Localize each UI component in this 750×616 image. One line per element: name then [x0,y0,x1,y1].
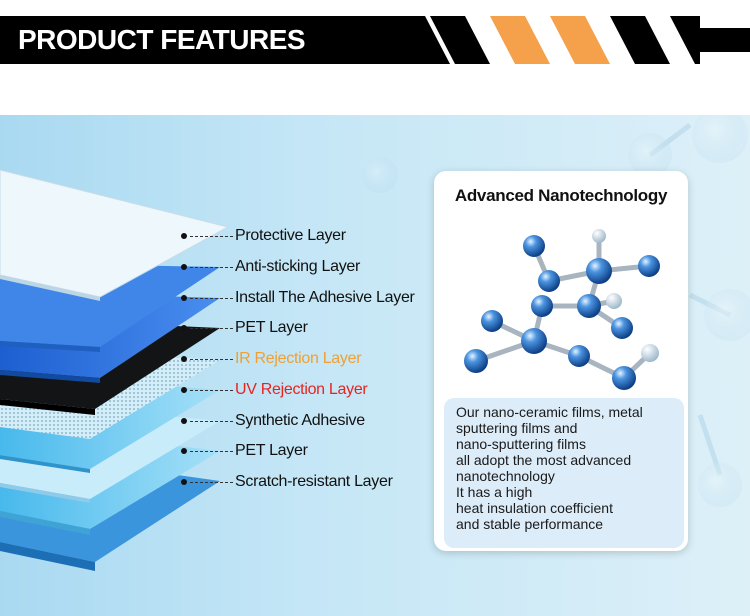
layer-marker-dot [181,295,187,301]
layer-label-pet-2: PET Layer [235,442,308,459]
layer-marker-dot [181,387,187,393]
description-line: all adopt the most advanced [456,452,632,468]
film-layer-stack [0,169,230,571]
description-line: Our nano-ceramic films, metal [456,404,643,420]
layer-leader-line [190,236,233,237]
nanotech-info-card: Advanced Nanotechnology [434,171,688,551]
layer-label-pet: PET Layer [235,319,308,336]
layer-leader-line [190,328,233,329]
layer-label-protective: Protective Layer [235,227,346,244]
layer-marker-dot [181,356,187,362]
layer-label-uv-rejection: UV Rejection Layer [235,381,368,398]
description-line: and stable performance [456,516,604,532]
page-title: PRODUCT FEATURES [18,24,306,55]
layer-leader-line [190,298,233,299]
layer-leader-line [190,267,233,268]
description-line: heat insulation coefficient [456,500,613,516]
molecule-icon [464,229,660,390]
layer-label-install-adhesive: Install The Adhesive Layer [235,289,415,306]
layer-leader-line [190,482,233,483]
background-molecule-decoration [362,115,750,507]
layer-leader-line [190,421,233,422]
layer-label-anti-sticking: Anti-sticking Layer [235,258,361,275]
layer-leader-line [190,451,233,452]
card-description: Our nano-ceramic films, metal sputtering… [444,398,684,548]
layer-marker-dot [181,418,187,424]
layer-marker-dot [181,448,187,454]
description-line: nanotechnology [456,468,555,484]
layer-leader-line [190,359,233,360]
header-stripes-graphic [0,16,750,64]
layer-marker-dot [181,233,187,239]
layer-marker-dot [181,325,187,331]
layer-leader-line [190,390,233,391]
description-line: sputtering films and [456,420,578,436]
features-panel: Protective Layer Anti-sticking Layer Ins… [0,115,750,616]
layer-label-scratch-resistant: Scratch-resistant Layer [235,473,393,490]
description-line: nano-sputtering films [456,436,586,452]
layer-marker-dot [181,479,187,485]
card-title: Advanced Nanotechnology [454,186,668,205]
description-line: It has a high [456,484,533,500]
layer-label-ir-rejection: IR Rejection Layer [235,350,362,367]
header-banner: PRODUCT FEATURES [0,0,750,115]
film-layers-illustration [0,115,750,571]
layer-label-synthetic-adhesive: Synthetic Adhesive [235,412,365,429]
layer-marker-dot [181,264,187,270]
